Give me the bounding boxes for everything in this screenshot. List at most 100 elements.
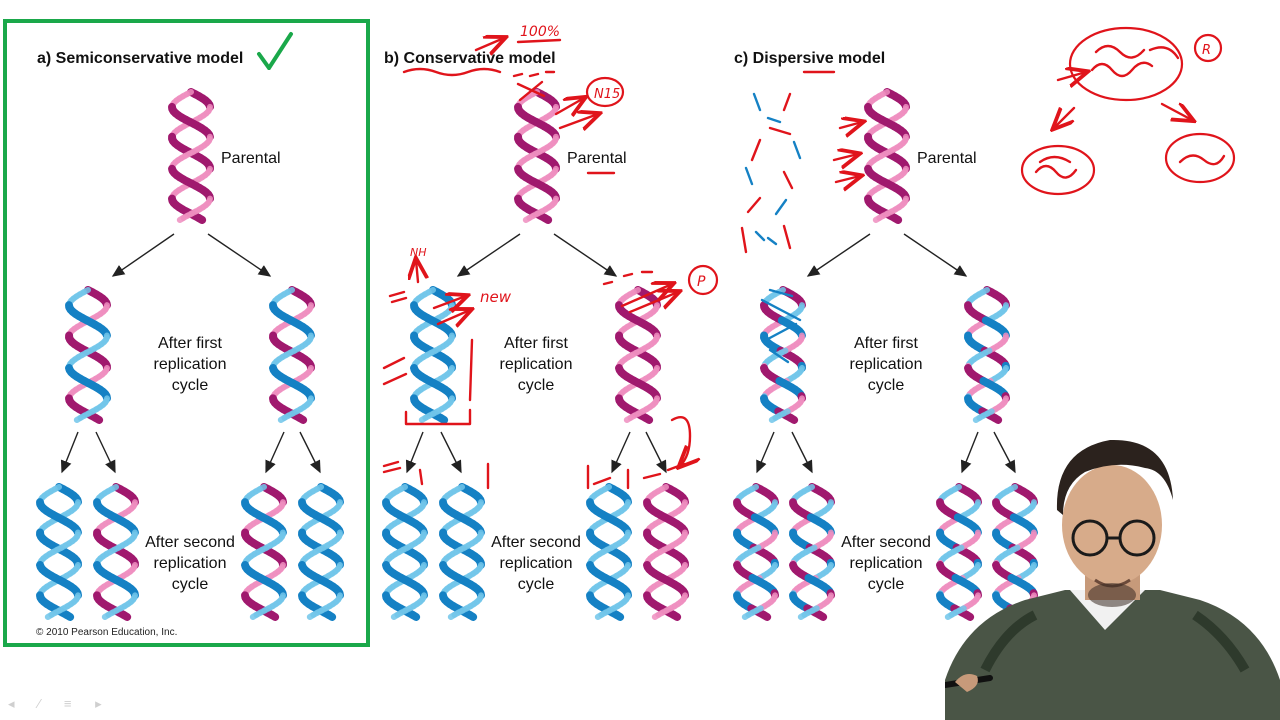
hand-drawn-strand <box>782 92 792 112</box>
process-arrow <box>299 431 321 474</box>
hand-drawn-strand <box>768 348 790 364</box>
label-line: replication <box>849 555 923 572</box>
first-cycle-helix-b-left <box>410 286 456 424</box>
second-cycle-helix-b-2 <box>439 483 485 621</box>
copyright-notice: © 2010 Pearson Education, Inc. <box>36 627 178 638</box>
presenter-webcam-overlay <box>945 439 1280 720</box>
sketch-arrow-left <box>1054 106 1076 128</box>
process-arrow <box>207 233 272 277</box>
hand-drawn-strand <box>766 236 778 246</box>
hand-drawn-strand <box>746 196 762 214</box>
second-cycle-helix-c-3 <box>936 483 982 621</box>
arrow-to-n15-2 <box>558 114 598 128</box>
label-line: After first <box>503 335 568 352</box>
first-cycle-helix-c-left <box>760 286 806 424</box>
label-line: After second <box>841 534 931 551</box>
annotation-p: P <box>697 274 706 290</box>
curved-arrow <box>670 416 690 466</box>
first-cycle-helix-a-right <box>269 286 315 424</box>
process-arrow <box>553 233 618 277</box>
arrow-to-n15 <box>554 98 584 114</box>
second-cycle-helix-a-2 <box>93 483 139 621</box>
second-cycle-helix-a-3 <box>241 483 287 621</box>
label-line: cycle <box>867 377 905 394</box>
annotation-n15: N15 <box>594 87 620 102</box>
squiggle-underline <box>402 67 502 77</box>
sketch-curl <box>1148 46 1180 60</box>
dna-helices-layer <box>36 88 1038 621</box>
sketch-parent-circle <box>1068 26 1184 102</box>
second-cycle-helix-b-4 <box>643 483 689 621</box>
second-cycle-helix-a-4 <box>298 483 344 621</box>
sketch-child-helix-left <box>1034 155 1078 179</box>
first-cycle-label-a: After first replication cycle <box>115 333 265 396</box>
parental-helix-a <box>168 88 214 224</box>
label-line: replication <box>849 356 923 373</box>
equals-mark <box>388 290 408 304</box>
label-line: cycle <box>867 576 905 593</box>
dash-marks-p <box>602 270 654 286</box>
sketch-helix-1 <box>1090 61 1154 78</box>
sketch-child-circle-right <box>1164 132 1236 184</box>
second-cycle-helix-a-1 <box>36 483 82 621</box>
second-cycle-label-a: After second replication cycle <box>115 532 265 595</box>
label-line: After second <box>491 534 581 551</box>
nh-arrow <box>416 260 418 284</box>
process-arrow <box>456 233 521 277</box>
hand-drawn-strand <box>752 92 762 112</box>
r-circle <box>1193 33 1223 63</box>
process-arrow <box>405 431 424 474</box>
arrow-to-new <box>432 296 466 308</box>
sketch-child-helix-right <box>1178 154 1226 166</box>
process-arrow <box>960 431 979 474</box>
sketch-helix-2 <box>1094 44 1146 59</box>
process-arrow <box>791 431 813 474</box>
second-cycle-label-b: After second replication cycle <box>461 532 611 595</box>
tick-marks-b-right <box>586 462 686 490</box>
second-cycle-helix-c-2 <box>789 483 835 621</box>
dash-marks <box>512 70 556 78</box>
arrow-to-parental-c <box>838 122 862 128</box>
label-line: replication <box>153 555 227 572</box>
arrow-to-p-2 <box>628 292 678 314</box>
hand-drawn-strand <box>760 298 802 322</box>
hand-drawn-strand <box>782 170 794 190</box>
n15-circle <box>585 76 625 108</box>
first-cycle-helix-c-right <box>964 286 1010 424</box>
label-line: replication <box>499 356 573 373</box>
arrow-to-new-2 <box>436 310 470 324</box>
dispersive-title: c) Dispersive model <box>734 50 886 67</box>
cross-mark <box>516 80 546 102</box>
hand-drawn-strand <box>768 126 792 136</box>
second-cycle-helix-b-1 <box>382 483 428 621</box>
arrows-layer <box>60 233 1016 474</box>
first-cycle-label-b: After first replication cycle <box>461 333 611 396</box>
hand-drawn-strand <box>744 166 754 186</box>
side-arrows <box>382 356 408 386</box>
hand-drawn-strand <box>740 226 748 254</box>
label-line: After second <box>145 534 235 551</box>
parental-label-b: Parental <box>567 150 627 167</box>
semiconservative-title: a) Semiconservative model <box>37 50 244 67</box>
label-line: After first <box>157 335 222 352</box>
conservative-title: b) Conservative model <box>384 50 556 67</box>
hand-drawn-strand <box>792 140 802 160</box>
second-cycle-helix-b-3 <box>586 483 632 621</box>
label-line: cycle <box>171 576 209 593</box>
sketch-arrow-in <box>1056 72 1086 80</box>
arrow-to-parental-c-3 <box>834 176 860 182</box>
annotation-100-percent: 100% <box>520 24 560 40</box>
parental-helix-c <box>864 88 910 224</box>
parental-helix-b <box>514 88 560 224</box>
process-arrow <box>611 431 631 474</box>
hand-drawn-strand <box>768 288 794 298</box>
selected-model-highlight-box <box>3 19 370 647</box>
label-line: replication <box>153 356 227 373</box>
process-arrow <box>993 431 1016 474</box>
hand-drawn-strand <box>782 224 792 250</box>
process-arrow <box>95 431 116 474</box>
arrow-to-p <box>620 284 672 308</box>
